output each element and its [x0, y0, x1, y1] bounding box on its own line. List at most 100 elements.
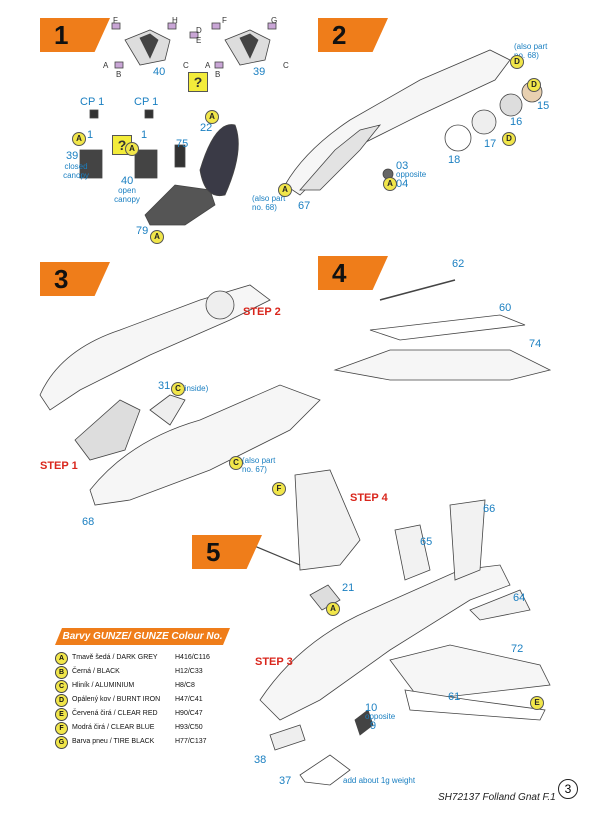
- colour-name: Barva pneu / TIRE BLACK: [72, 738, 155, 745]
- paint-callout-c-icon: C: [55, 680, 68, 693]
- step-tag-3: 3: [40, 262, 110, 296]
- weight-note: add about 1g weight: [343, 776, 416, 785]
- paint-callout-b-icon: B: [55, 666, 68, 679]
- question-icon: ?: [188, 72, 208, 92]
- colour-name: Hliník / ALUMINIUM: [72, 682, 135, 689]
- part-number: 39: [66, 150, 79, 162]
- cp-label: CP 1: [80, 96, 105, 108]
- paint-callout-a-icon: A: [55, 652, 68, 665]
- step-reference: STEP 4: [350, 492, 388, 504]
- part-number: 65: [420, 536, 433, 548]
- paint-callout-a-icon: A: [72, 132, 86, 146]
- step1-letter: A: [103, 61, 109, 70]
- colour-name: Tmavě šedá / DARK GREY: [72, 654, 158, 661]
- paint-callout-a-icon: A: [150, 230, 164, 244]
- step1-letter: B: [116, 70, 122, 79]
- step-reference: STEP 1: [40, 460, 78, 472]
- colour-name: Černá / BLACK: [72, 668, 120, 675]
- legend-row: G Barva pneu / TIRE BLACK H77/C137: [55, 735, 230, 749]
- step1-letter: B: [215, 70, 221, 79]
- paint-callout-d-icon: D: [55, 694, 68, 707]
- paint-callout-f-icon: F: [272, 482, 286, 496]
- part-number: 22: [200, 122, 213, 134]
- step1-letter: E: [196, 36, 202, 45]
- legend-title: Barvy GUNZE/ GUNZE Colour No.: [62, 631, 223, 642]
- inside-note: (inside): [182, 384, 209, 393]
- step1-letter: C: [283, 61, 289, 70]
- part-number: 31: [158, 380, 171, 392]
- colour-code: H47/C41: [175, 696, 203, 703]
- paint-callout-a-icon: A: [205, 110, 219, 124]
- part-number: 64: [513, 592, 526, 604]
- colour-code: H12/C33: [175, 668, 203, 675]
- part-number: 75: [176, 138, 189, 150]
- colour-code: H416/C116: [175, 654, 210, 661]
- part-number: 38: [254, 754, 267, 766]
- opposite-note: opposite: [365, 712, 396, 721]
- step1-letter: D: [196, 26, 202, 35]
- step1-artwork: [79, 22, 277, 226]
- colour-code: H77/C137: [175, 738, 207, 745]
- paint-callout-d-icon: D: [502, 132, 516, 146]
- paint-callout-d-icon: D: [510, 55, 524, 69]
- opposite-note: opposite: [396, 170, 427, 179]
- paint-callout-d-icon: D: [527, 78, 541, 92]
- part-number: 37: [279, 775, 292, 787]
- paint-callout-f-icon: F: [55, 722, 68, 735]
- part-number: 40: [153, 66, 166, 78]
- part-number: 72: [511, 643, 524, 655]
- colour-code: H8/C8: [175, 682, 195, 689]
- colour-code: H90/C47: [175, 710, 203, 717]
- part-number: 40: [121, 175, 134, 187]
- also-part-note: (also part no. 67): [242, 456, 276, 474]
- part-number: 16: [510, 116, 523, 128]
- paint-callout-a-icon: A: [278, 183, 292, 197]
- part-number: 67: [298, 200, 311, 212]
- colour-code: H93/C50: [175, 724, 203, 731]
- also-part-note: (also part no. 68): [252, 194, 286, 212]
- part-number: 9: [370, 720, 377, 732]
- part-number: 04: [396, 178, 409, 190]
- paint-callout-c-icon: C: [229, 456, 243, 470]
- part-number: 1: [141, 129, 148, 141]
- part-number: 60: [499, 302, 512, 314]
- step1-letter: G: [271, 16, 278, 25]
- paint-callout-a-icon: A: [125, 142, 139, 156]
- paint-callout-c-icon: C: [171, 382, 185, 396]
- legend-row: C Hliník / ALUMINIUM H8/C8: [55, 679, 230, 693]
- step1-letter: F: [222, 16, 227, 25]
- part-number: 21: [342, 582, 355, 594]
- legend-row: A Tmavě šedá / DARK GREY H416/C116: [55, 651, 230, 665]
- paint-callout-g-icon: G: [55, 736, 68, 749]
- part-number: 39: [253, 66, 266, 78]
- paint-callout-a-icon: A: [383, 177, 397, 191]
- step3-artwork: [39, 284, 321, 506]
- sheet-footer: SH72137 Folland Gnat F.1: [438, 792, 556, 803]
- step5-artwork: [239, 469, 551, 786]
- part-number: 10: [365, 702, 378, 714]
- step-reference: STEP 2: [243, 306, 281, 318]
- part-number: 68: [82, 516, 95, 528]
- paint-callout-e-icon: E: [55, 708, 68, 721]
- open-canopy-note: open canopy: [114, 186, 140, 204]
- part-number: 03: [396, 160, 409, 172]
- cp-label: CP 1: [134, 96, 159, 108]
- colour-name: Opálený kov / BURNT IRON: [72, 696, 161, 703]
- part-number: 79: [136, 225, 149, 237]
- part-number: 61: [448, 691, 461, 703]
- paint-callout-e-icon: E: [530, 696, 544, 710]
- step1-letter: A: [205, 61, 211, 70]
- step1-letter: C: [183, 61, 189, 70]
- also-part-note: (also part no. 68): [514, 42, 548, 60]
- part-number: 17: [484, 138, 497, 150]
- part-number: 15: [537, 100, 550, 112]
- part-number: 1: [87, 129, 94, 141]
- step4-artwork: [333, 279, 552, 381]
- colour-legend: Barvy GUNZE/ GUNZE Colour No. A Tmavě šed…: [55, 628, 230, 749]
- legend-title-bar: Barvy GUNZE/ GUNZE Colour No.: [55, 628, 230, 645]
- part-number: 74: [529, 338, 542, 350]
- part-number: 62: [452, 258, 465, 270]
